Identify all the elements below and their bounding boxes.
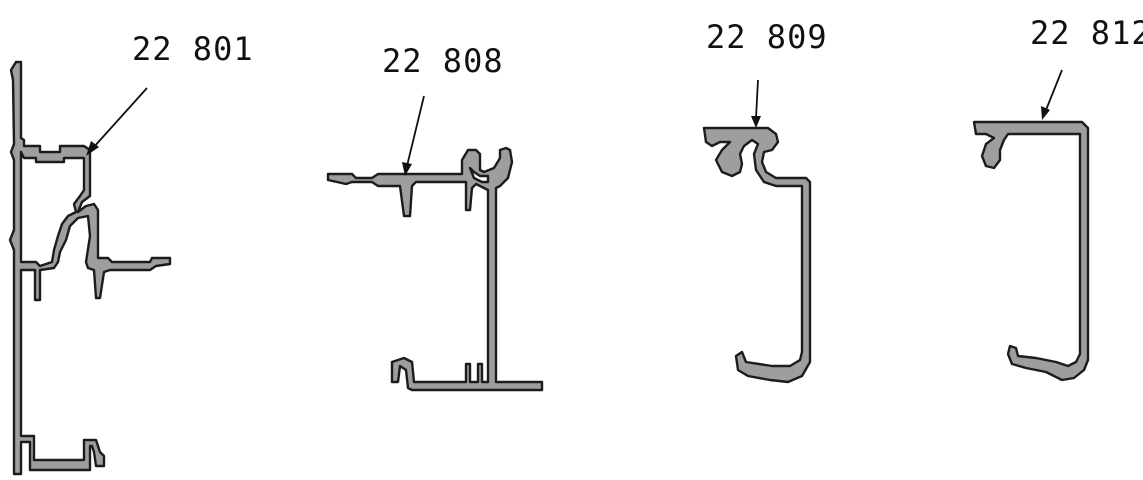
part-label-22-812: 22 812 [1030, 14, 1143, 52]
part-label-22-808: 22 808 [382, 42, 504, 80]
arrowhead-22-801 [86, 141, 99, 156]
profile-22-801: 22 801 [8, 30, 254, 476]
leader-line-22-801 [92, 87, 148, 149]
arrowhead-22-809 [751, 116, 761, 128]
arrowhead-22-812 [1041, 106, 1050, 120]
leader-line-22-808 [406, 95, 425, 167]
leader-line-22-809 [755, 79, 759, 119]
part-label-22-801: 22 801 [132, 30, 254, 68]
part-label-22-809: 22 809 [706, 18, 828, 56]
leader-line-22-812 [1045, 69, 1063, 111]
profile-22-808-section [326, 146, 544, 392]
profile-22-801-section [8, 60, 172, 476]
profile-22-812-section [972, 120, 1090, 382]
profile-22-812: 22 812 [972, 14, 1143, 382]
profile-22-808: 22 808 [326, 42, 544, 392]
arrowhead-22-808 [402, 162, 412, 176]
profile-22-809-section [702, 126, 812, 384]
profile-22-809: 22 809 [702, 18, 828, 384]
